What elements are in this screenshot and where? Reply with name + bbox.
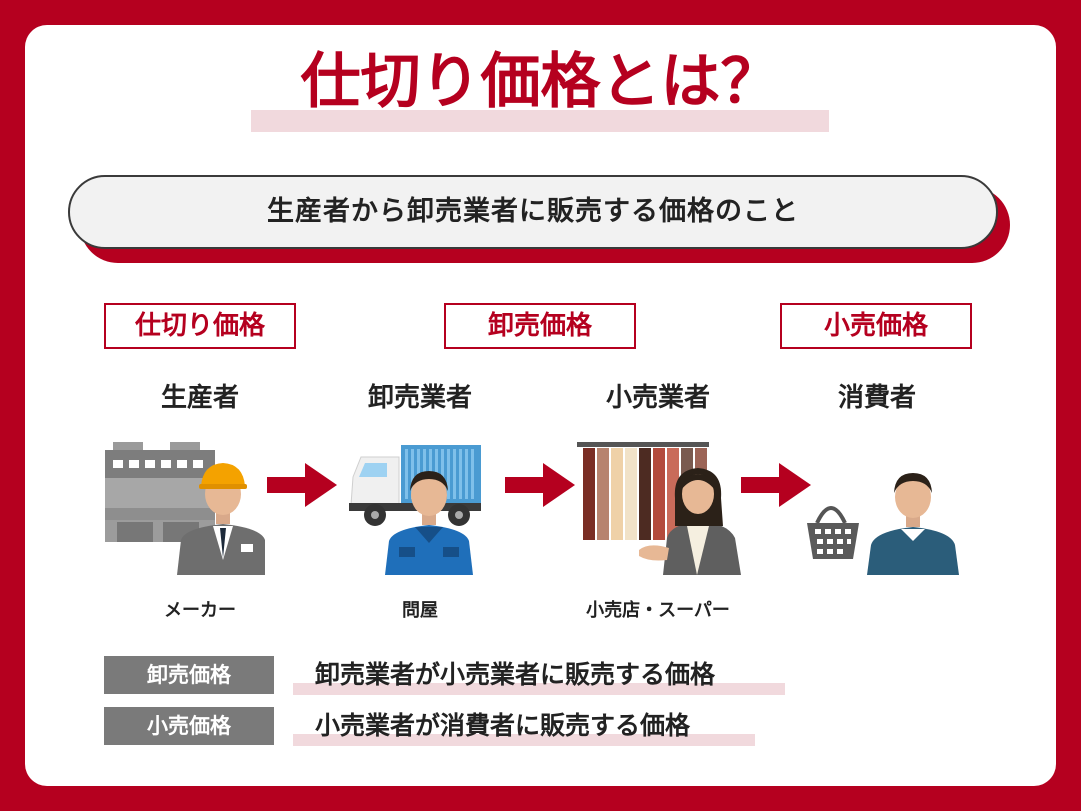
stage-wholesaler-sub: 問屋 (402, 600, 438, 621)
definition-label-oroshi: 卸売価格 (104, 656, 274, 694)
arrow-right-icon (741, 463, 811, 507)
basket-consumer-icon (807, 473, 959, 575)
price-box-oroshi: 卸売価格 (444, 303, 636, 349)
arrow-right-icon (505, 463, 575, 507)
stage-wholesaler: 卸売業者 (367, 383, 472, 413)
definition-highlight (293, 683, 785, 695)
definition-text-kouri: 小売業者が消費者に販売する価格 (315, 711, 691, 740)
definition-label-kouri: 小売価格 (104, 707, 274, 745)
factory-worker-icon (105, 442, 265, 575)
title-highlight (251, 110, 829, 132)
price-box-shikiri: 仕切り価格 (104, 303, 296, 349)
page-title: 仕切り価格とは？ (300, 47, 781, 117)
truck-worker-icon (349, 445, 481, 575)
definition-text-oroshi: 卸売業者が小売業者に販売する価格 (315, 660, 716, 689)
main-card: 仕切り価格とは？ 生産者から卸売業者に販売する価格のこと 仕切り価格 卸売価格 … (25, 25, 1056, 786)
subtitle-pill (68, 175, 998, 249)
stage-retailer-sub: 小売店・スーパー (586, 600, 730, 621)
subtitle-text: 生産者から卸売業者に販売する価格のこと (267, 196, 799, 227)
arrow-right-icon (267, 463, 337, 507)
stage-producer-sub: メーカー (164, 600, 236, 621)
definition-highlight (293, 734, 755, 746)
stage-producer: 生産者 (160, 383, 239, 413)
stage-retailer: 小売業者 (605, 383, 710, 413)
clothes-rack-shopkeeper-icon (577, 442, 741, 575)
price-box-kouri: 小売価格 (780, 303, 972, 349)
stage-consumer: 消費者 (837, 383, 916, 413)
